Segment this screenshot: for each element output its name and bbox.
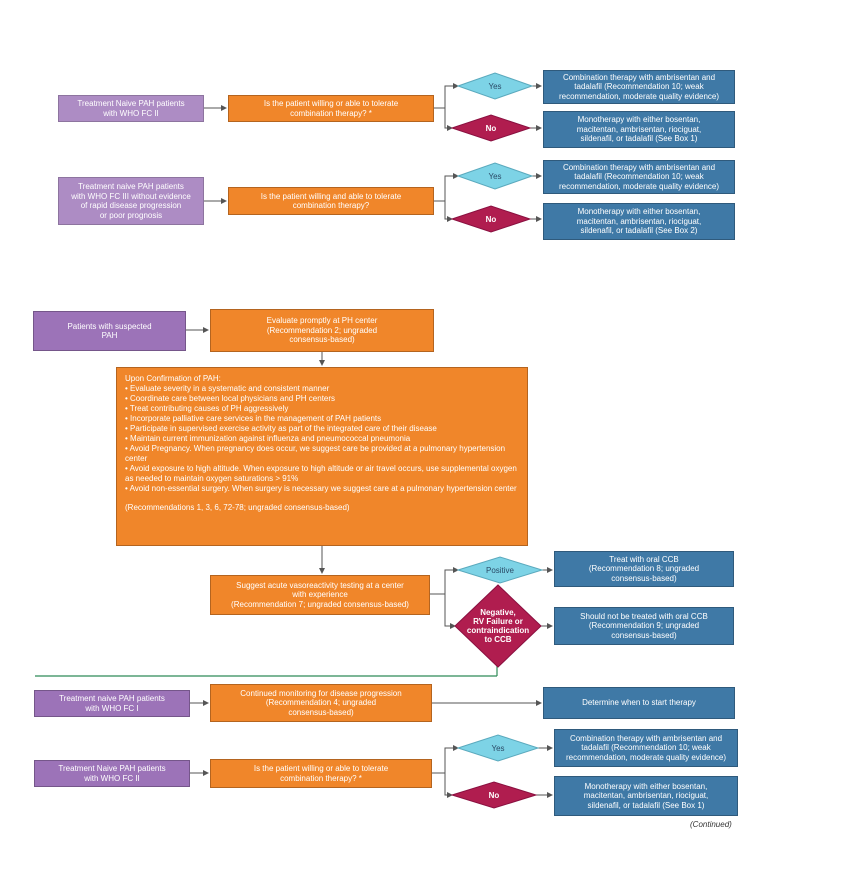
question-box-fc2: Is the patient willing or able to tolera… [228,95,434,122]
monitoring-box: Continued monitoring for disease progres… [210,684,432,722]
connector [430,567,459,595]
list-item: Coordinate care between local physicians… [125,394,519,404]
decision-diamond-no [450,205,532,233]
decision-diamond-negative [454,584,542,668]
patients-box-suspected: Patients with suspected PAH [33,311,186,351]
evaluate-box: Evaluate promptly at PH center (Recommen… [210,309,434,352]
no-label: No [488,790,500,800]
decision-diamond-yes [456,734,540,762]
yes-label: Yes [491,743,505,753]
connector [444,201,453,222]
confirmation-footer: (Recommendations 1, 3, 6, 72-78; ungrade… [125,503,350,512]
list-item: Avoid exposure to high altitude. When ex… [125,464,519,484]
result-determine-start: Determine when to start therapy [543,687,735,719]
list-item: Treat contributing causes of PH aggressi… [125,404,519,414]
result-monotherapy: Monotherapy with either bosentan, macite… [543,111,735,148]
vasoreactivity-test-box: Suggest acute vasoreactivity testing at … [210,575,430,615]
result-monotherapy: Monotherapy with either bosentan, macite… [554,776,738,816]
result-combination-therapy: Combination therapy with ambrisentan and… [543,160,735,194]
negative-label: Negative, RV Failure or contraindication… [466,608,530,644]
connector [444,773,453,798]
decision-diamond-positive [456,556,544,584]
patients-box-fc2-bottom: Treatment Naive PAH patients with WHO FC… [34,760,190,787]
question-box-fc3: Is the patient willing and able to toler… [228,187,434,215]
connector [444,108,453,131]
list-item: Avoid Pregnancy. When pregnancy does occ… [125,444,519,464]
decision-diamond-yes [456,72,534,100]
patients-box-fc1: Treatment naive PAH patients with WHO FC… [34,690,190,717]
confirmation-heading: Upon Confirmation of PAH: [125,374,221,383]
list-item: Maintain current immunization against in… [125,434,519,444]
decision-diamond-no [450,114,532,142]
result-monotherapy: Monotherapy with either bosentan, macite… [543,203,735,240]
no-label: No [485,123,497,133]
result-treat-oral-ccb: Treat with oral CCB (Recommendation 8; u… [554,551,734,587]
yes-label: Yes [488,81,502,91]
decision-diamond-yes [456,162,534,190]
yes-label: Yes [488,171,502,181]
list-item: Incorporate palliative care services in … [125,414,519,424]
connector [434,173,459,202]
decision-diamond-no [450,781,538,809]
patients-box-fc3: Treatment naive PAH patients with WHO FC… [58,177,204,225]
patients-box-fc2: Treatment Naive PAH patients with WHO FC… [58,95,204,122]
no-label: No [485,214,497,224]
list-item: Avoid non-essential surgery. When surger… [125,484,519,494]
list-item: Participate in supervised exercise activ… [125,424,519,434]
positive-label: Positive [485,565,514,575]
connector [432,745,459,774]
result-combination-therapy: Combination therapy with ambrisentan and… [543,70,735,104]
connector [444,594,456,629]
result-no-oral-ccb: Should not be treated with oral CCB (Rec… [554,607,734,645]
confirmation-box: Upon Confirmation of PAH: Evaluate sever… [116,367,528,546]
result-combination-therapy: Combination therapy with ambrisentan and… [554,729,738,767]
list-item: Evaluate severity in a systematic and co… [125,384,519,394]
continued-note: (Continued) [690,820,732,829]
question-box-fc2-bottom: Is the patient willing or able to tolera… [210,759,432,788]
connector [434,83,459,109]
confirmation-list: Evaluate severity in a systematic and co… [125,384,519,494]
